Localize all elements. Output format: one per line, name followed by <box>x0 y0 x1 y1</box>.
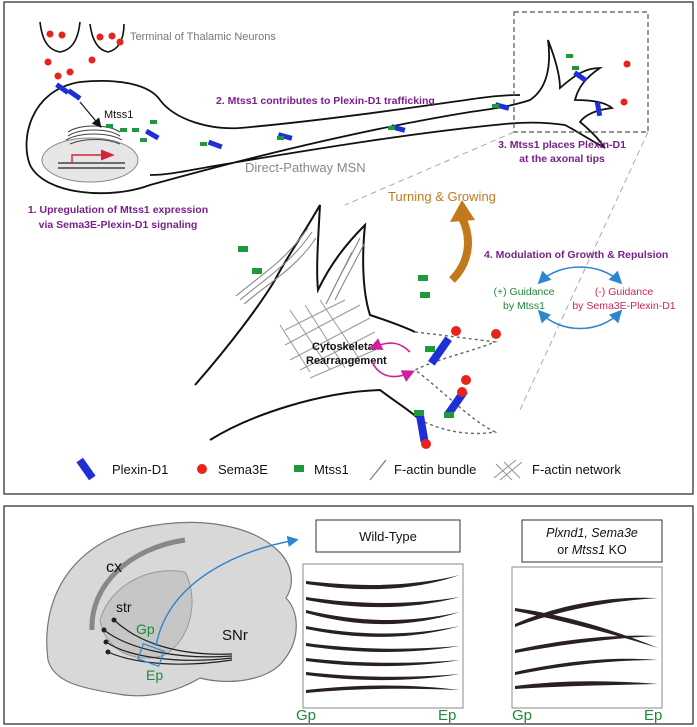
snr-label: SNr <box>222 627 248 644</box>
transcription-arrow <box>71 149 115 163</box>
top-panel-frame <box>3 1 694 495</box>
wt-axons <box>306 575 460 693</box>
pos-guidance-line1: (+) Guidance <box>494 286 555 298</box>
step1-line1: 1. Upregulation of Mtss1 expression <box>28 204 208 216</box>
sema3e-dots-cone <box>421 326 501 449</box>
legend-plexin-label: Plexin-D1 <box>112 462 168 477</box>
legend-network-symbol <box>493 459 523 481</box>
ko-title-line2: or Mtss1 KO <box>557 543 627 557</box>
growth-cone-outline <box>194 204 421 441</box>
mtss1-markers-cone <box>238 246 454 418</box>
legend-mtss1-label: Mtss1 <box>314 462 349 477</box>
guidance-arrow-bottom <box>537 309 623 330</box>
ko-ep-label: Ep <box>644 707 662 724</box>
cyto-line1: Cytoskeletal <box>312 341 377 353</box>
mtss1-markers-top <box>106 54 579 146</box>
cyto-arrow-down <box>371 361 415 382</box>
legend-mtss1-symbol <box>294 465 304 472</box>
thalamic-terminal-icons <box>39 21 125 53</box>
step3-line1: 3. Mtss1 places Plexin-D1 <box>498 139 626 151</box>
zoom-region-box <box>137 642 165 668</box>
ko-line2-italic: Mtss1 <box>572 543 605 557</box>
wt-title-box <box>315 519 461 553</box>
nucleus <box>41 137 139 183</box>
mtss1-label: Mtss1 <box>104 109 133 121</box>
msn-neuron-outline <box>25 39 615 195</box>
receptor-signal-arrow <box>79 101 102 128</box>
str-label: str <box>116 599 132 615</box>
legend-bundle-symbol <box>369 459 387 481</box>
sema3e-dots-terminal <box>44 30 124 80</box>
step2-label: 2. Mtss1 contributes to Plexin-D1 traffi… <box>216 95 435 107</box>
ko-line2-pre: or <box>557 543 572 557</box>
cyto-line2: Rearrangement <box>306 355 387 367</box>
striatal-somas <box>101 617 117 655</box>
ko-gp-label: Gp <box>512 707 532 724</box>
zoom-link-arrow <box>155 535 299 647</box>
neg-guidance-line2: by Sema3E-Plexin-D1 <box>572 300 675 312</box>
legend: Plexin-D1 Sema3E Mtss1 F-actin bundle F-… <box>76 457 621 481</box>
step3-line2: at the axonal tips <box>519 153 605 165</box>
ko-title-box <box>521 519 663 563</box>
plexin-receptors-top <box>55 70 603 150</box>
striatal-projections <box>103 619 233 665</box>
legend-sema3e-label: Sema3E <box>218 462 268 477</box>
cx-label: cx <box>106 559 122 576</box>
wt-title: Wild-Type <box>359 529 417 544</box>
ko-title-line1: Plxnd1, Sema3e <box>546 526 638 540</box>
zoom-box <box>513 11 649 133</box>
legend-bundle-label: F-actin bundle <box>394 462 476 477</box>
growth-cone-retracting <box>413 331 498 435</box>
bottom-panel-frame <box>3 505 694 725</box>
dna-lines <box>58 162 125 169</box>
legend-network-label: F-actin network <box>532 462 621 477</box>
ko-line2-post: KO <box>605 543 627 557</box>
hippocampus-region <box>99 570 193 659</box>
wt-gp-label: Gp <box>296 707 316 724</box>
guidance-arrow-top <box>537 266 623 285</box>
step1-line2: via Sema3E-Plexin-D1 signaling <box>39 219 198 231</box>
wt-ep-label: Ep <box>438 707 456 724</box>
msn-label: Direct-Pathway MSN <box>245 160 366 175</box>
gp-label: Gp <box>136 621 155 637</box>
pos-guidance-line2: by Mtss1 <box>503 300 545 312</box>
turning-growing-label: Turning & Growing <box>388 189 496 204</box>
cyto-arrow-up <box>369 338 411 353</box>
terminal-label: Terminal of Thalamic Neurons <box>130 31 276 43</box>
turning-arrow <box>449 216 472 283</box>
ep-label: Ep <box>146 667 163 683</box>
step4-label: 4. Modulation of Growth & Repulsion <box>484 249 668 261</box>
turning-arrow-head <box>450 200 475 222</box>
legend-sema3e-symbol <box>197 464 207 474</box>
ko-axons <box>515 597 658 689</box>
cortex-arc <box>89 537 186 631</box>
sema3e-dots-tip <box>620 60 631 106</box>
factin-network <box>279 299 376 379</box>
factin-bundles <box>235 227 365 305</box>
legend-plexin-symbol <box>76 457 96 481</box>
neg-guidance-line1: (-) Guidance <box>595 286 654 298</box>
